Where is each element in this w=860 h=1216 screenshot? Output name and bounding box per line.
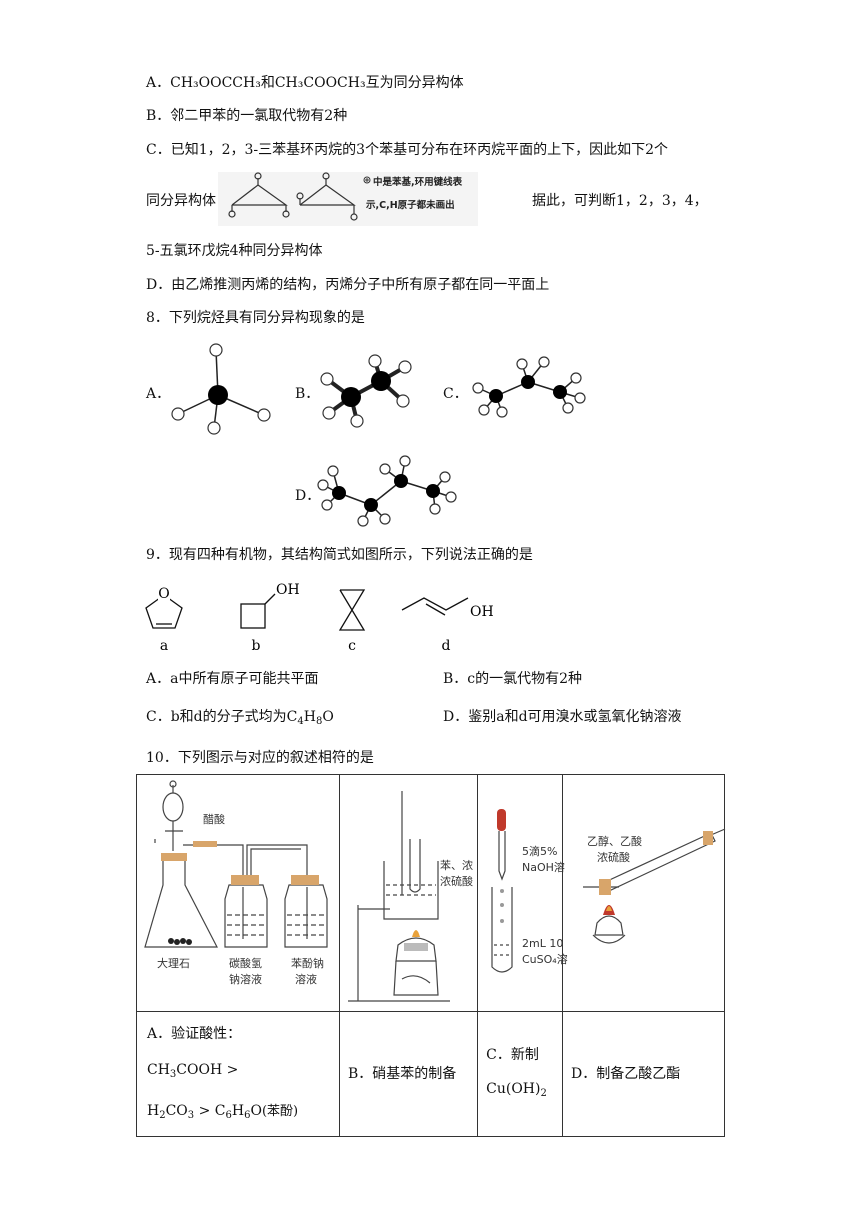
cyclopropane-isomer-figure: 中是苯基,环用键线表 示,C,H原子都未画出 (218, 172, 478, 226)
q9-label-d: d (442, 638, 451, 654)
q10-fig-c-label3: 2mL 10 (522, 937, 563, 950)
q10-caption-a-line3: H2CO3 > C6H6O(苯酚) (147, 1103, 299, 1121)
q7-option-c-line3: 5-五氯环戊烷4种同分异构体 (146, 243, 323, 259)
q10-fig-a-marble: 大理石 (157, 956, 190, 970)
isomer-note-line1: 中是苯基,环用键线表 (373, 176, 463, 188)
q7-option-b: B．邻二甲苯的一氯取代物有2种 (146, 108, 348, 124)
q9-label-a: a (160, 638, 168, 654)
q10-fig-b-cell: 苯、浓 浓硫酸 (339, 774, 479, 1012)
q10-caption-b: B．硝基苯的制备 (339, 1011, 479, 1137)
q10-fig-b-label2: 浓硫酸 (440, 874, 473, 888)
q10-fig-c-cell: 5滴5% NaOH溶 2mL 10 CuSO₄溶 (477, 774, 568, 1012)
q9-ring-oxygen: O (158, 586, 169, 602)
q7-option-a: A．CH₃OOCCH₃和CH₃COOCH₃互为同分异构体 (146, 75, 464, 91)
q8-label-b: B． (295, 386, 320, 402)
q9-option-b: B．c的一氯代物有2种 (443, 671, 583, 687)
q9-option-c-text: C．b和d的分子式均为 (146, 709, 287, 725)
q10-fig-a-acid: 醋酸 (203, 812, 225, 826)
q8-label-a: A． (146, 386, 171, 402)
q9-stem: 9．现有四种有机物，其结构简式如图所示，下列说法正确的是 (146, 547, 533, 563)
q7-option-d: D．由乙烯推测丙烯的结构，丙烯分子中所有原子都在同一平面上 (146, 277, 550, 293)
q10-caption-b-text: B．硝基苯的制备 (348, 1066, 457, 1082)
q9-option-a: A．a中所有原子可能共平面 (146, 671, 319, 687)
q10-fig-d-apparatus: 乙醇、乙酸 浓硫酸 (583, 828, 726, 944)
q10-caption-a-phenol: (苯酚) (261, 1104, 299, 1119)
q9-b-oh: OH (276, 582, 300, 598)
q9-structures: O OH OH a b c d (145, 582, 494, 654)
q10-fig-a-apparatus: 醋酸 大理石 碳酸氢 钠溶液 苯酚钠 溶液 (144, 780, 328, 986)
q10-fig-a-cell: 醋酸 大理石 碳酸氢 钠溶液 苯酚钠 溶液 (135, 774, 341, 1012)
q10-caption-d-text: D．制备乙酸乙酯 (571, 1066, 681, 1082)
q10-figure-table: 醋酸 大理石 碳酸氢 钠溶液 苯酚钠 溶液 (135, 774, 726, 1137)
q10-fig-a-bottle1b: 钠溶液 (229, 972, 262, 986)
q10-fig-d-cell: 乙醇、乙酸 浓硫酸 (562, 774, 726, 1012)
q10-caption-c-line2: Cu(OH)2 (486, 1080, 547, 1099)
q10-caption-c: C．新制 Cu(OH)2 (477, 1011, 564, 1137)
q10-fig-c-apparatus: 5滴5% NaOH溶 2mL 10 CuSO₄溶 (491, 809, 568, 973)
q10-fig-a-bottle2b: 溶液 (295, 972, 317, 986)
q10-fig-d-label1: 乙醇、乙酸 (587, 834, 642, 848)
q9-d-oh: OH (470, 604, 494, 620)
isomer-note-line2: 示,C,H原子都未画出 (366, 199, 455, 211)
q10-caption-d: D．制备乙酸乙酯 (562, 1011, 725, 1137)
q10-caption-a-line2: CH3COOH > (147, 1062, 239, 1080)
q8-stem: 8．下列烷烃具有同分异构现象的是 (146, 310, 365, 326)
q8-model-a-methane (171, 343, 271, 435)
q8-model-c-propane (472, 356, 586, 418)
q8-model-b-ethane (320, 354, 412, 428)
q10-caption-a: A．验证酸性： CH3COOH > H2CO3 > C6H6O(苯酚) (135, 1011, 341, 1137)
q10-caption-a-line1: A．验证酸性： (147, 1026, 242, 1042)
q8-label-c: C． (443, 386, 468, 402)
q10-fig-a-bottle1a: 碳酸氢 (229, 956, 262, 970)
q9-option-d: D．鉴别a和d可用溴水或氢氧化钠溶液 (443, 709, 682, 725)
q8-label-d: D． (295, 488, 321, 504)
q7-option-c-line2b: 据此，可判断1，2，3，4， (532, 193, 708, 209)
q10-fig-c-label4: CuSO₄溶 (522, 952, 568, 966)
q7-option-c-line1: C．已知1，2，3-三苯基环丙烷的3个苯基可分布在环丙烷平面的上下，因此如下2个 (146, 142, 668, 158)
q9-label-b: b (252, 638, 261, 654)
q10-stem: 10．下列图示与对应的叙述相符的是 (146, 750, 374, 766)
q10-fig-c-label1: 5滴5% (522, 844, 557, 858)
q10-fig-b-apparatus: 苯、浓 浓硫酸 (348, 791, 473, 1002)
q10-fig-a-bottle2a: 苯酚钠 (291, 956, 324, 970)
q10-fig-d-label2: 浓硫酸 (597, 850, 630, 864)
q10-fig-c-label2: NaOH溶 (522, 860, 565, 874)
q9-label-c: c (348, 638, 356, 654)
q9-option-c-formula: C4H8O (286, 709, 334, 727)
q7-option-c-line2a: 同分异构体 (146, 193, 216, 209)
q9-option-c: C．b和d的分子式均为C4H8O (146, 707, 334, 732)
q8-model-d-butane (317, 455, 457, 527)
q10-caption-c-line1: C．新制 (486, 1046, 539, 1063)
q10-fig-b-label1: 苯、浓 (440, 858, 473, 872)
